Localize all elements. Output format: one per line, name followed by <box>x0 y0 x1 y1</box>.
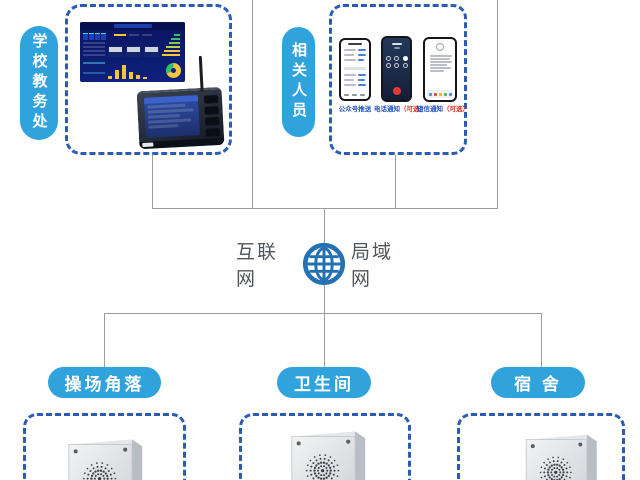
connector-line <box>152 155 153 209</box>
dashboard-bar-chart <box>108 64 158 79</box>
phone-wechat-push <box>339 38 371 101</box>
playground-group-box <box>23 413 186 480</box>
connector-line <box>104 313 105 368</box>
label-related-personnel: 相关人员 <box>282 27 315 137</box>
label-restroom: 卫生间 <box>277 367 371 398</box>
connector-line <box>497 0 498 208</box>
connector-line <box>324 208 325 368</box>
label-school-office-text: 学校教务处 <box>30 33 48 133</box>
connector-line <box>104 313 541 314</box>
dashboard-device-card <box>144 46 159 57</box>
hangup-button-icon <box>392 87 401 95</box>
caption-sms-notification: 短信通知（可选） <box>417 105 469 113</box>
connector-line <box>252 0 253 208</box>
monitoring-dashboard <box>80 22 185 82</box>
connector-line <box>395 155 396 209</box>
restroom-group-box <box>239 413 411 480</box>
caption-wechat-push: 公众号推送 <box>338 105 372 113</box>
dormitory-group-box <box>457 413 625 480</box>
dashboard-title-bar <box>114 24 152 28</box>
connector-line <box>541 313 542 368</box>
phone-sms-notification <box>423 37 457 102</box>
label-dormitory: 宿 舍 <box>491 367 585 398</box>
dashboard-donut-chart <box>166 63 181 78</box>
personnel-group-box <box>329 4 467 155</box>
caption-call-notification: 电话通知（可选） <box>374 105 426 113</box>
console-side-buttons <box>203 95 220 137</box>
lan-label: 局域网 <box>351 242 394 290</box>
sms-avatar-icon <box>436 43 444 51</box>
speaker-device-playground <box>60 436 146 480</box>
console-screen <box>143 95 200 138</box>
dispatch-console <box>136 55 225 150</box>
call-buttons <box>386 56 408 68</box>
globe-icon <box>302 242 346 286</box>
speaker-device-dormitory <box>518 431 600 480</box>
connector-line <box>152 208 498 209</box>
dashboard-device-card <box>126 46 141 57</box>
office-group-box <box>65 4 232 155</box>
internet-label: 互联网 <box>236 242 279 290</box>
sms-keyboard <box>427 90 453 98</box>
dashboard-device-card <box>108 46 123 57</box>
label-playground-corner: 操场角落 <box>48 367 161 398</box>
label-school-office: 学校教务处 <box>20 26 58 140</box>
label-related-personnel-text: 相关人员 <box>290 42 307 122</box>
speaker-device-restroom <box>283 428 369 480</box>
phone-call-notification <box>381 36 412 102</box>
